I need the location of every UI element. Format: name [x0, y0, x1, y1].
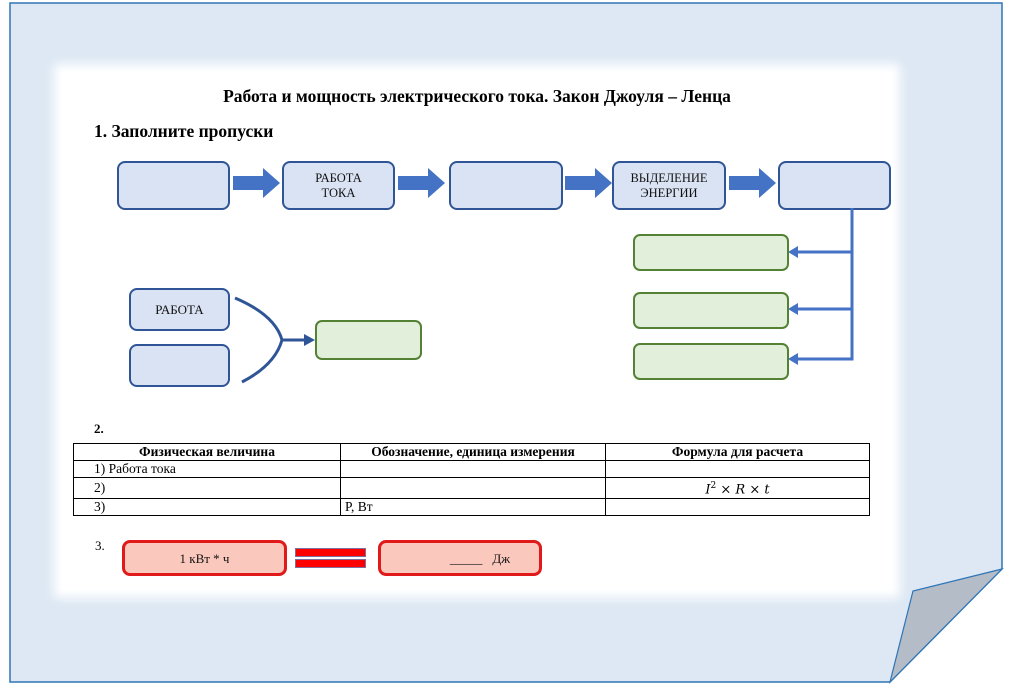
folded-corner [888, 567, 1004, 684]
header-formula: Формула для расчета [605, 443, 870, 461]
answer-blank[interactable]: _____ [449, 550, 483, 566]
merge-connector [234, 296, 315, 384]
formula-exponent: 2 [710, 481, 717, 491]
block-arrow-icon [729, 168, 776, 198]
branch-connector [788, 208, 854, 365]
equals-bar-top [295, 548, 366, 557]
header-physical-quantity: Физическая величина [73, 443, 341, 461]
chain-box-4-line2: ЭНЕРГИИ [640, 185, 698, 200]
cell-formula[interactable] [605, 460, 870, 478]
merge-input-work[interactable]: РАБОТА [129, 288, 230, 331]
arrowhead-icon [788, 246, 798, 258]
arrowhead-icon [788, 353, 798, 365]
chain-box-1[interactable] [117, 161, 230, 210]
table-row: 2) I2 × R × t [73, 476, 870, 500]
cell-quantity[interactable]: 1) Работа тока [73, 460, 341, 478]
branch-box-2[interactable] [633, 292, 789, 329]
cell-quantity[interactable]: 2) [73, 476, 341, 500]
kwh-box: 1 кВт * ч [122, 540, 287, 576]
table-header-row: Физическая величина Обозначение, единица… [73, 443, 870, 461]
chain-box-3[interactable] [449, 161, 563, 210]
cell-quantity[interactable]: 3) [73, 498, 341, 517]
block-arrow-icon [565, 168, 612, 198]
block-arrow-icon [398, 168, 445, 198]
cell-formula[interactable] [605, 498, 870, 517]
page-title: Работа и мощность электрического тока. З… [223, 86, 731, 106]
cell-formula[interactable]: I2 × R × t [605, 476, 870, 500]
branch-box-3[interactable] [633, 343, 789, 380]
chain-box-4-line1: ВЫДЕЛЕНИЕ [630, 170, 708, 185]
cell-symbol-unit[interactable] [340, 476, 606, 500]
section-2-number: 2. [94, 421, 104, 436]
cell-symbol-unit[interactable] [340, 460, 606, 478]
arrowhead-icon [304, 334, 315, 346]
quantities-table: Физическая величина Обозначение, единица… [73, 443, 870, 517]
formula-rest: × R × t [716, 482, 770, 498]
joule-unit: Дж [492, 550, 511, 566]
merge-output-box[interactable] [315, 320, 422, 360]
chain-box-5[interactable] [778, 161, 891, 210]
equals-bar-bottom [295, 559, 366, 568]
arrowhead-icon [788, 303, 798, 315]
block-arrow-icon [233, 168, 280, 198]
chain-box-2-line2: ТОКА [321, 185, 356, 200]
formula-base: I [705, 482, 711, 498]
header-symbol-unit: Обозначение, единица измерения [340, 443, 606, 461]
table-row: 3) P, Вт [73, 498, 870, 517]
section-1-heading: 1. Заполните пропуски [94, 121, 274, 141]
section-3-number: 3. [95, 538, 105, 553]
chain-box-2-line1: РАБОТА [315, 170, 362, 185]
table-row: 1) Работа тока [73, 460, 870, 478]
merge-input-2[interactable] [129, 344, 230, 387]
cell-symbol-unit[interactable]: P, Вт [340, 498, 606, 517]
branch-box-1[interactable] [633, 234, 789, 271]
joule-answer-box[interactable]: _____ Дж [378, 540, 542, 576]
